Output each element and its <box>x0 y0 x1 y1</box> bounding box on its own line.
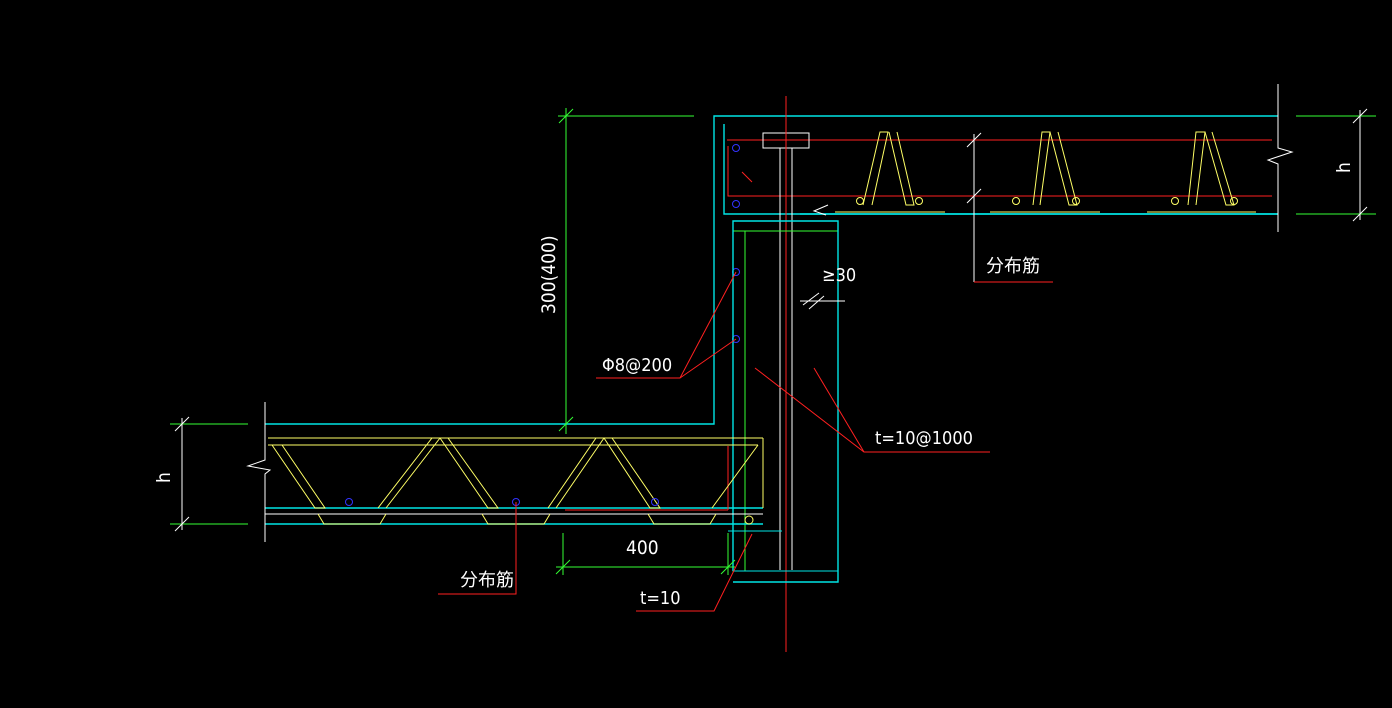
truss-bar-point <box>856 197 864 205</box>
leader-dist-left <box>438 502 517 595</box>
dim-tick <box>558 416 574 432</box>
dim-tick <box>174 416 190 432</box>
cyan-wall <box>732 220 839 583</box>
leader-rebar-2 <box>679 338 737 379</box>
upper-hook <box>812 204 829 216</box>
dim-height-label: 300(400) <box>538 235 560 314</box>
truss-bar-point <box>915 197 923 205</box>
truss-bar-point <box>1171 197 1179 205</box>
rebar-label: Φ8@200 <box>602 355 672 376</box>
leaders <box>438 132 1053 612</box>
dim-400-label: 400 <box>626 537 659 559</box>
leader-plate-rib-2 <box>813 367 865 453</box>
rebar-point <box>732 200 740 208</box>
dist-bar-right-label: 分布筋 <box>986 256 1040 277</box>
lower-truss <box>268 437 764 525</box>
dist-bar-left-label: 分布筋 <box>460 570 514 591</box>
plate-rib-label: t=10@1000 <box>875 428 973 449</box>
rebar-point <box>651 498 659 506</box>
right-break-line <box>1266 84 1294 232</box>
dim-tick <box>966 132 982 148</box>
dim-tick <box>966 188 982 204</box>
dimensions <box>170 108 1376 575</box>
truss-end-point <box>744 515 754 525</box>
dim-tick <box>720 559 736 575</box>
upper-slab-outline <box>265 115 1278 425</box>
h-right-label: h <box>1333 162 1355 173</box>
leader-plate <box>636 533 753 612</box>
upper-rebar-hook <box>727 146 742 197</box>
truss-bar-point <box>1072 197 1080 205</box>
dim-tick <box>1352 206 1368 222</box>
dim-tick <box>555 559 571 575</box>
left-break-line <box>246 402 272 542</box>
dim-tick <box>558 108 574 124</box>
dim-tick <box>174 516 190 532</box>
rebar-point <box>345 498 353 506</box>
plate-label: t=10 <box>640 588 681 609</box>
rebar-point <box>732 144 740 152</box>
truss-bar-point <box>1230 197 1238 205</box>
lower-slab <box>246 402 764 542</box>
dim-30-label: ≥30 <box>822 265 856 286</box>
dim-tick <box>1352 108 1368 124</box>
upper-truss <box>835 131 1256 213</box>
leader-hook <box>741 171 753 183</box>
steel-column <box>728 96 839 652</box>
upper-slab <box>265 84 1294 425</box>
truss-bar-point <box>1012 197 1020 205</box>
dim-tick <box>808 295 825 310</box>
h-left-label: h <box>153 472 175 483</box>
dim-tick <box>802 292 820 306</box>
